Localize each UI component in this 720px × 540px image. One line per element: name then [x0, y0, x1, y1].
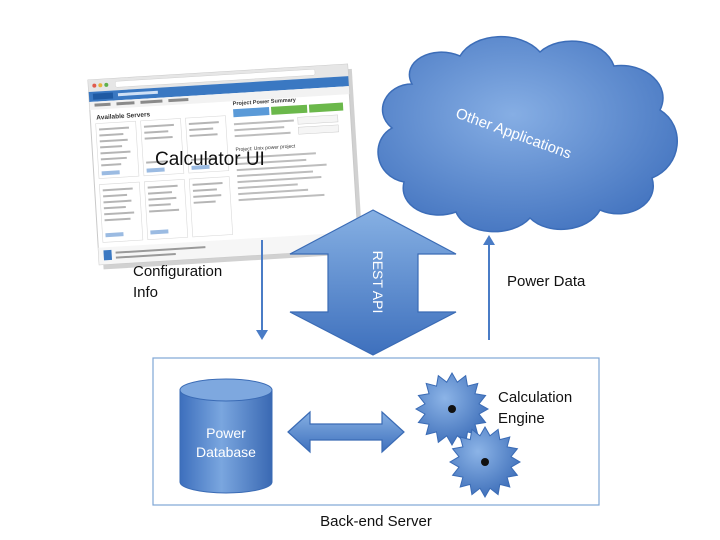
- power-database-line1: Power: [206, 425, 246, 441]
- backend-server-label: Back-end Server: [320, 513, 432, 530]
- configuration-info-line2: Info: [133, 284, 159, 301]
- configuration-info-line1: Configuration: [133, 263, 223, 280]
- calculator-ui-screenshot: Available Servers: [87, 63, 364, 270]
- power-database-cylinder: [179, 378, 273, 494]
- calculation-engine-line2: Engine: [498, 410, 545, 427]
- power-database-label: Power Database: [180, 424, 272, 462]
- rest-api-label: REST API: [370, 251, 386, 314]
- gear-hub: [481, 458, 489, 466]
- summary-title: Project Power Summary: [233, 97, 297, 107]
- project-title: Project: Unix power project: [235, 143, 296, 153]
- power-data-label: Power Data: [507, 273, 586, 290]
- calculation-engine-label: Calculation Engine: [498, 387, 572, 429]
- calculation-engine-line1: Calculation: [498, 389, 573, 406]
- gear-hub: [448, 405, 456, 413]
- other-applications-cloud: [377, 35, 678, 233]
- power-database-line2: Database: [196, 444, 256, 460]
- power-data-arrow: [483, 235, 495, 340]
- configuration-info-label: Configuration Info: [133, 261, 222, 303]
- rest-api-arrow: [289, 209, 457, 356]
- section-title: Available Servers: [96, 111, 151, 121]
- configuration-info-arrow: [256, 240, 268, 340]
- database-engine-arrow: [287, 410, 405, 454]
- calculator-ui-label: Calculator UI: [155, 149, 265, 170]
